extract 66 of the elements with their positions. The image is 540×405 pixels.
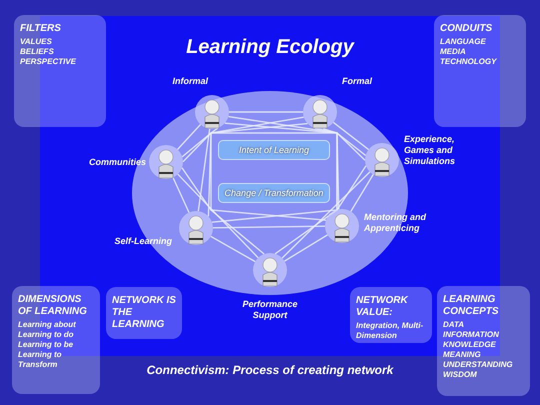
connector-line — [182, 132, 366, 162]
card-item: TECHNOLOGY — [440, 57, 498, 67]
connector-line — [228, 116, 366, 156]
card-item: Learning about — [18, 320, 77, 330]
connector-line — [177, 174, 259, 258]
card-item: PERSPECTIVE — [20, 57, 78, 67]
person-figure-icon — [179, 211, 213, 245]
node-label: Formal — [342, 76, 374, 87]
connector-line — [274, 128, 338, 254]
card-item: UNDERSTANDING — [443, 360, 514, 370]
info-card — [12, 286, 100, 394]
connector-line — [212, 165, 367, 223]
card-heading: LEARNING CONCEPTS — [443, 294, 500, 318]
person-figure-icon — [149, 145, 183, 179]
info-card — [437, 286, 530, 396]
card-item: Learning to be — [18, 340, 74, 350]
person-figure-icon — [195, 95, 229, 129]
person-figure-icon — [303, 95, 337, 129]
info-card — [106, 287, 182, 339]
card-item: MEANING — [443, 350, 482, 360]
connector-line — [284, 234, 328, 262]
person-figure-icon — [325, 209, 359, 243]
connector-line — [332, 122, 370, 150]
connector-line — [210, 236, 256, 262]
card-item: DATA — [443, 320, 466, 330]
card-item: MEDIA — [440, 47, 467, 57]
connector-line — [181, 167, 326, 221]
connector-line — [182, 116, 304, 158]
connector-line — [282, 171, 370, 259]
card-item: Learning to Transform — [18, 350, 63, 370]
node-label: Self-Learning — [113, 236, 172, 247]
card-item: BELIEFS — [20, 47, 55, 57]
info-card — [434, 15, 526, 127]
stage-box: Intent of Learning — [218, 140, 330, 160]
node-label: Communities — [88, 157, 146, 168]
connector-line — [208, 122, 308, 216]
card-item: Learning to do — [18, 330, 75, 340]
card-item: LANGUAGE — [440, 37, 487, 47]
person-figure-icon — [365, 143, 399, 177]
info-card — [14, 15, 106, 127]
card-item: WISDOM — [443, 370, 478, 380]
node-label: Performance Support — [241, 299, 299, 321]
connector-line — [229, 111, 303, 113]
info-card — [350, 287, 432, 343]
connector-line — [172, 177, 190, 213]
node-label: Informal — [171, 76, 208, 87]
connector-line — [210, 127, 265, 255]
card-item: Integration, Multi-Dimension — [356, 321, 424, 341]
connector-line — [213, 226, 325, 228]
card-heading: FILTERS — [20, 23, 62, 35]
card-item: VALUES — [20, 37, 53, 47]
connector-line — [176, 124, 202, 150]
node-label: Experience, Games and Simulations — [404, 134, 456, 167]
card-heading: NETWORK IS THE LEARNING — [112, 295, 176, 331]
diagram-title: Learning Ecology — [185, 36, 356, 59]
connector-line — [198, 128, 210, 212]
card-item: INFORMATION — [443, 330, 500, 340]
connector-line — [323, 128, 340, 210]
card-heading: DIMENSIONS OF LEARNING — [18, 294, 88, 318]
card-item: KNOWLEDGE — [443, 340, 497, 350]
stage-box: Change / Transformation — [218, 183, 330, 203]
card-heading: NETWORK VALUE: — [356, 295, 410, 319]
connector-line — [350, 174, 374, 212]
person-figure-icon — [253, 253, 287, 287]
caption: Connectivism: Process of creating network — [146, 363, 394, 377]
card-heading: CONDUITS — [440, 23, 494, 35]
